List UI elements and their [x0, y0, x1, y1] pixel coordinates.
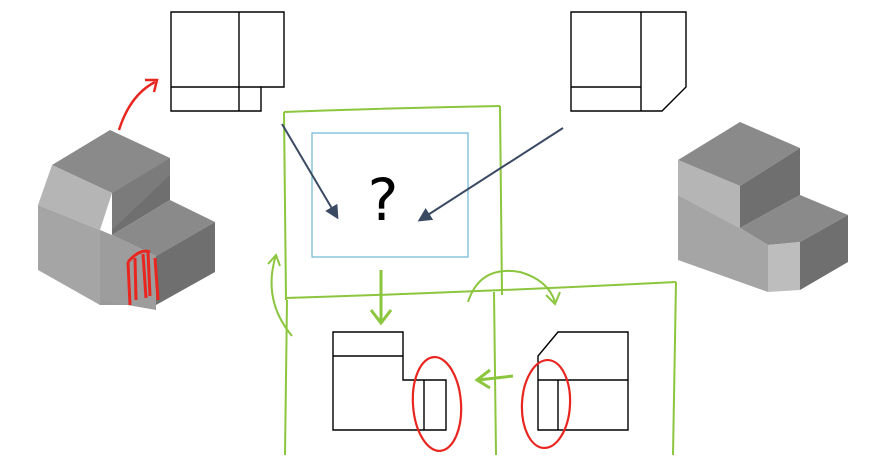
red-curved-arrow-icon [117, 78, 159, 131]
projection-arrow-icon [281, 123, 564, 222]
top-view-drawing [170, 11, 285, 112]
question-panel: ? [311, 132, 469, 258]
question-mark: ? [368, 166, 399, 234]
left-solid-3d [38, 130, 215, 310]
red-highlight-mark [126, 249, 160, 306]
front-view-drawing [332, 331, 447, 431]
green-left-arrow-icon [474, 368, 514, 390]
green-down-arrow-icon [369, 270, 393, 326]
right-solid-3d [678, 122, 848, 292]
side-view-drawing [537, 331, 629, 431]
green-sketch-lines [267, 105, 677, 456]
red-circle-annotations [411, 355, 572, 453]
side-top-drawing [570, 11, 687, 112]
